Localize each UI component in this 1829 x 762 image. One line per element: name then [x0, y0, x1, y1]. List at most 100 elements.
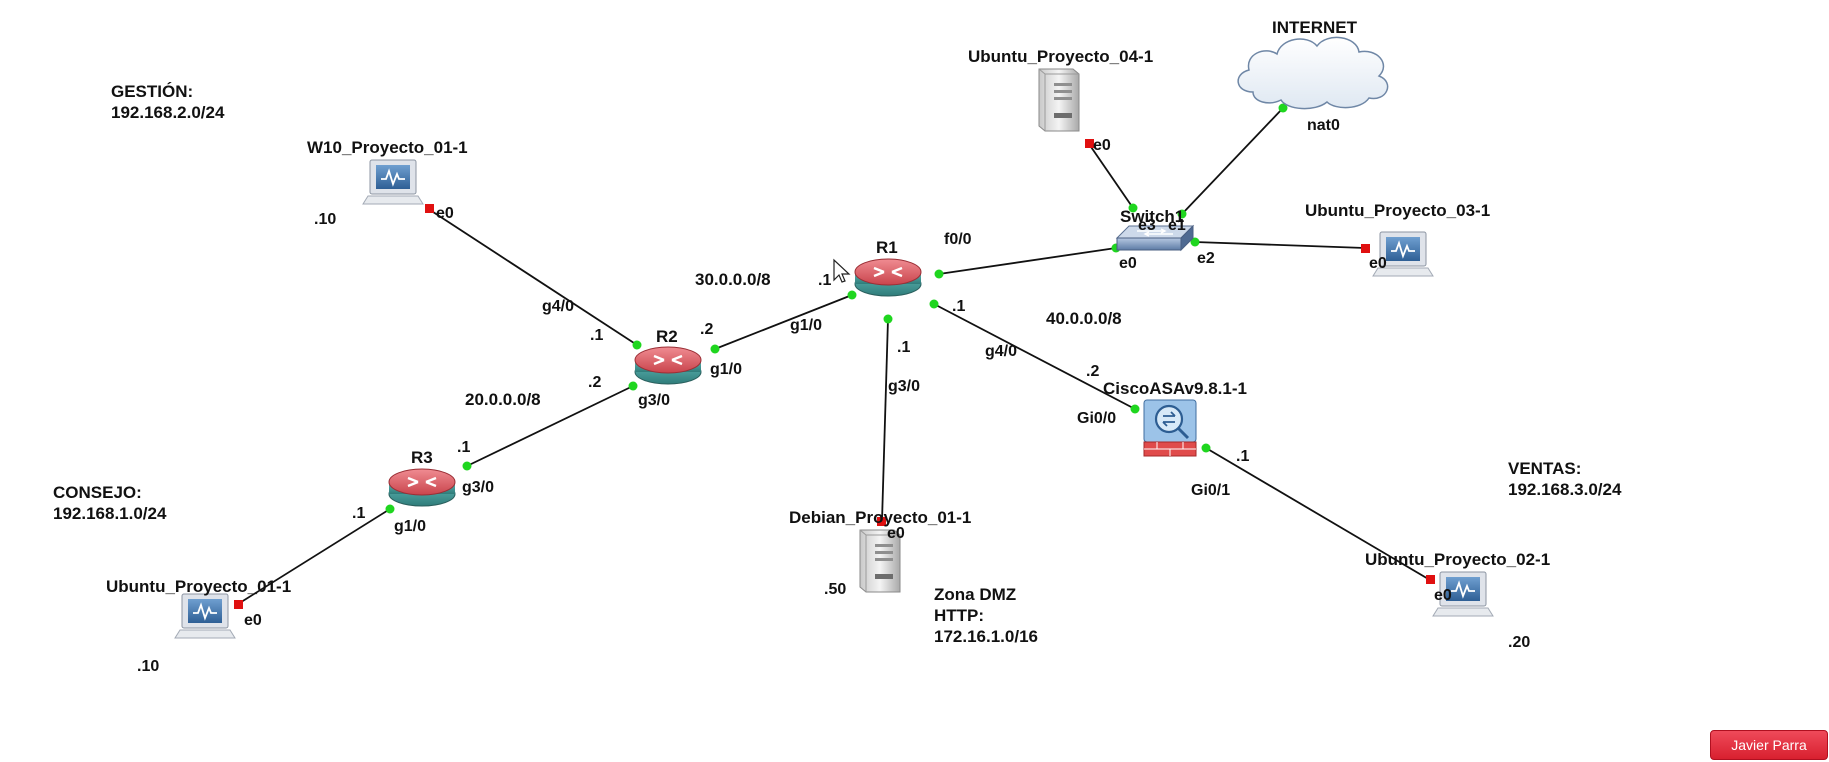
link-switch-internet[interactable] — [1181, 107, 1284, 215]
link-r2-r1[interactable] — [714, 294, 853, 350]
zone-dmz-line3: 172.16.1.0/16 — [934, 627, 1038, 646]
pc-ubuntu-proyecto-01-1[interactable] — [174, 593, 236, 639]
user-name-button[interactable]: Javier Parra — [1710, 730, 1828, 760]
zone-dmz-line1: Zona DMZ — [934, 585, 1016, 604]
port-label-r3-g1-0: g1/0 — [394, 518, 426, 535]
zone-ventas-network: 192.168.3.0/24 — [1508, 480, 1622, 499]
zone-ventas-title: VENTAS: — [1508, 459, 1581, 478]
link-r1-asa[interactable] — [933, 303, 1136, 410]
port-label-r1-g4-0-ip: .1 — [952, 298, 965, 315]
port-dot-switch-e1 — [1177, 209, 1187, 219]
port-dot-ubuntu4-e0 — [1085, 139, 1094, 148]
switch-icon — [1115, 224, 1195, 252]
port-label-r1-g1-0: g1/0 — [790, 317, 822, 334]
port-label-ubuntu2-e0: e0 — [1434, 587, 1452, 604]
switch-switch1[interactable] — [1115, 224, 1195, 252]
port-label-ubuntu4-e0: e0 — [1093, 137, 1111, 154]
server-ubuntu-proyecto-04-1[interactable] — [1038, 68, 1080, 132]
port-label-r2-g4-0: g4/0 — [542, 298, 574, 315]
port-dot-asa-gi0-1 — [1201, 443, 1211, 453]
port-label-r1-g4-0: g4/0 — [985, 343, 1017, 360]
port-label-r2-g4-0-ip: .1 — [590, 327, 603, 344]
port-dot-r1-g1-0 — [847, 290, 857, 300]
router-r2[interactable] — [633, 345, 703, 386]
node-label-ubuntu1: Ubuntu_Proyecto_01-1 — [106, 577, 291, 596]
link-switch-ubuntu3[interactable] — [1194, 241, 1366, 249]
port-label-r2-g3-0-ip: .2 — [588, 374, 601, 391]
port-label-r2-g3-0: g3/0 — [638, 392, 670, 409]
node-label-r2: R2 — [656, 327, 678, 346]
zone-gestion-network: 192.168.2.0/24 — [111, 103, 225, 122]
port-label-r2-g1-0-ip: .2 — [700, 321, 713, 338]
link-r3-ubuntu1[interactable] — [237, 508, 391, 605]
network-label-40: 40.0.0.0/8 — [1046, 309, 1122, 328]
port-label-ubuntu3-e0: e0 — [1369, 255, 1387, 272]
router-icon — [633, 345, 703, 386]
port-label-r1-g1-0-ip: .1 — [818, 272, 831, 289]
links — [237, 107, 1431, 605]
node-label-debian: Debian_Proyecto_01-1 — [789, 508, 971, 527]
port-label-switch-e1: e1 — [1168, 217, 1186, 234]
firewall-ciscoasa[interactable] — [1143, 399, 1197, 457]
port-label-ubuntu1-e0: e0 — [244, 612, 262, 629]
link-asa-ubuntu2[interactable] — [1205, 447, 1431, 581]
node-label-internet: INTERNET — [1272, 18, 1358, 37]
node-label-r3: R3 — [411, 448, 433, 467]
port-dot-r1-f0-0 — [934, 269, 944, 279]
port-label-asa-gi0-0-ip: .2 — [1086, 363, 1099, 380]
host-ip-debian: .50 — [824, 581, 846, 598]
port-dot-r2-g4-0 — [632, 340, 642, 350]
port-label-switch-e2: e2 — [1197, 250, 1215, 267]
port-label-switch-e0: e0 — [1119, 255, 1137, 272]
port-dots — [234, 103, 1435, 609]
node-label-r1: R1 — [876, 238, 898, 257]
router-r1[interactable] — [853, 257, 923, 298]
port-dot-r3-g1-0 — [385, 504, 395, 514]
router-r3[interactable] — [387, 467, 457, 508]
port-dot-r2-g1-0 — [710, 344, 720, 354]
host-ip-w10: .10 — [314, 211, 336, 228]
router-icon — [853, 257, 923, 298]
port-dot-r1-g4-0 — [929, 299, 939, 309]
zone-dmz-line2: HTTP: — [934, 606, 984, 625]
port-label-asa-gi0-0: Gi0/0 — [1077, 410, 1116, 427]
firewall-icon — [1143, 399, 1197, 457]
port-dot-internet-nat0 — [1278, 103, 1288, 113]
cloud-internet[interactable] — [1237, 36, 1389, 110]
zone-consejo-network: 192.168.1.0/24 — [53, 504, 167, 523]
link-w10-r2[interactable] — [429, 209, 638, 346]
port-label-r1-f0-0: f0/0 — [944, 231, 972, 248]
cloud-icon — [1237, 36, 1389, 110]
port-dot-debian-e0 — [877, 517, 886, 526]
port-label-r2-g1-0: g1/0 — [710, 361, 742, 378]
host-ip-ubuntu1: .10 — [137, 658, 159, 675]
node-label-ciscoasa: CiscoASAv9.8.1-1 — [1103, 379, 1247, 398]
port-label-r1-g3-0-ip: .1 — [897, 339, 910, 356]
zone-gestion-title: GESTIÓN: — [111, 82, 193, 101]
link-r1-switch[interactable] — [938, 247, 1117, 275]
port-label-switch-e3: e3 — [1138, 217, 1156, 234]
pc-w10-proyecto-01-1[interactable] — [362, 159, 424, 205]
port-dot-asa-gi0-0 — [1130, 404, 1140, 414]
node-label-ubuntu4: Ubuntu_Proyecto_04-1 — [968, 47, 1153, 66]
port-label-asa-gi0-1: Gi0/1 — [1191, 482, 1230, 499]
host-ip-ubuntu2: .20 — [1508, 634, 1530, 651]
port-dot-ubuntu2-e0 — [1426, 575, 1435, 584]
router-icon — [387, 467, 457, 508]
port-label-nat0: nat0 — [1307, 117, 1340, 134]
port-label-r3-g3-0: g3/0 — [462, 479, 494, 496]
link-r1-debian[interactable] — [881, 318, 889, 522]
port-dot-switch-e3 — [1128, 203, 1138, 213]
node-label-switch1: Switch1 — [1120, 207, 1184, 226]
link-switch-ubuntu4[interactable] — [1088, 143, 1134, 209]
port-label-r1-g3-0: g3/0 — [888, 378, 920, 395]
port-dot-ubuntu1-e0 — [234, 600, 243, 609]
network-label-30: 30.0.0.0/8 — [695, 270, 771, 289]
link-r2-r3[interactable] — [466, 385, 634, 467]
port-dot-w10-e0 — [425, 204, 434, 213]
port-dot-switch-e2 — [1190, 237, 1200, 247]
pc-icon — [362, 159, 424, 205]
port-label-w10-e0: e0 — [436, 205, 454, 222]
port-label-r3-g3-0-ip: .1 — [457, 439, 470, 456]
